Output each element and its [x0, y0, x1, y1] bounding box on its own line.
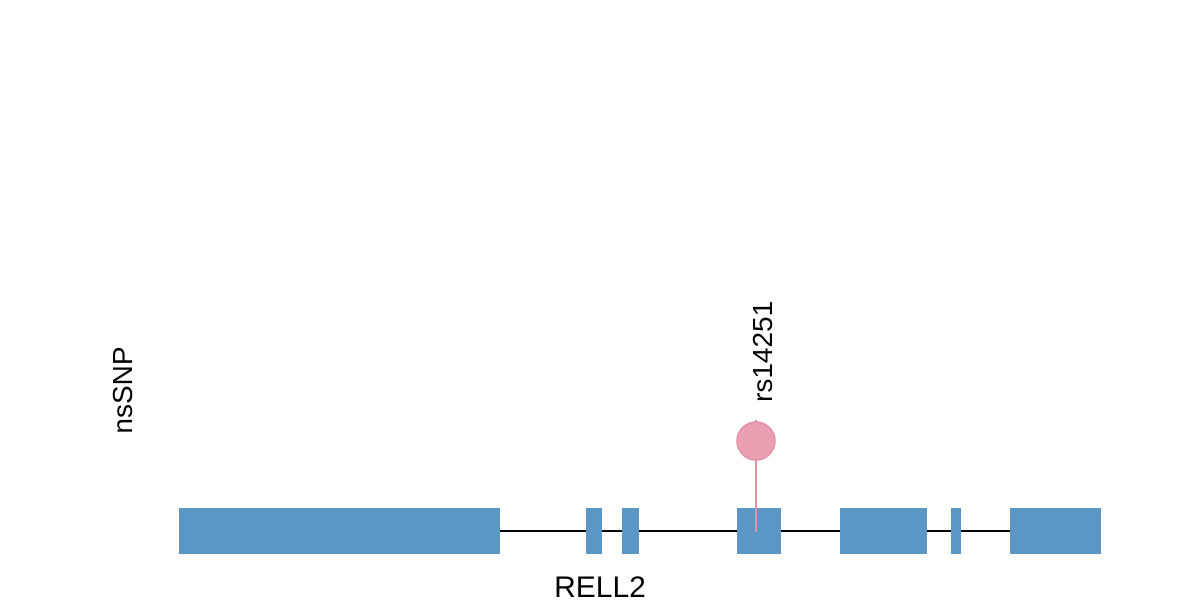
variant-marker	[736, 421, 776, 461]
variant-label: rs14251	[747, 301, 778, 402]
exon-block	[622, 508, 639, 554]
exon-block	[737, 508, 781, 554]
exon-block	[179, 508, 500, 554]
exon-block	[951, 508, 961, 554]
exon-block	[1010, 508, 1101, 554]
exon-group	[179, 508, 1101, 554]
exon-block	[586, 508, 602, 554]
exon-block	[840, 508, 927, 554]
gene-name-label: RELL2	[554, 571, 646, 600]
variant-lollipop: rs14251	[736, 301, 778, 532]
track-label: nsSNP	[107, 346, 138, 433]
